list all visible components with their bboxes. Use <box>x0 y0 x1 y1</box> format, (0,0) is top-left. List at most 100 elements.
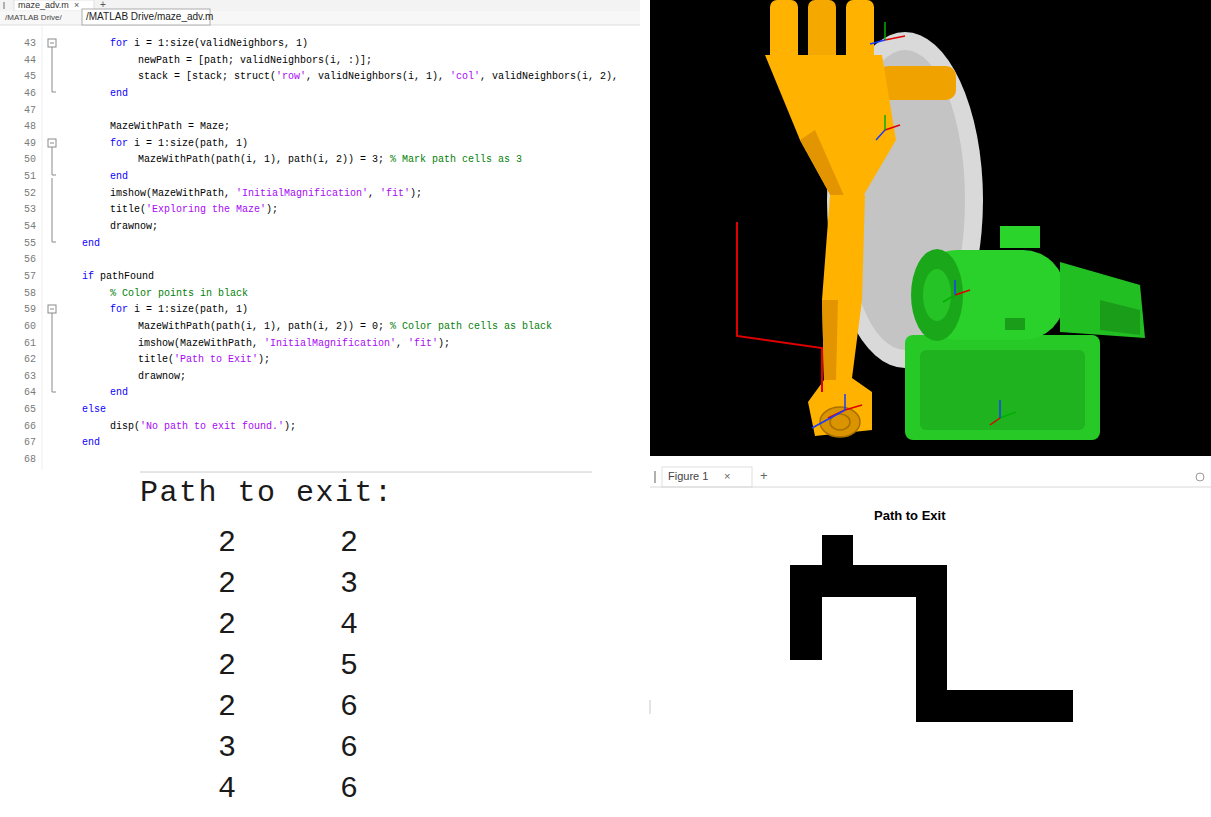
comment-token: % Color path cells as black <box>390 319 552 335</box>
string-token: 'col' <box>450 69 480 85</box>
output-rule <box>140 472 592 473</box>
code-token: MazeWithPath = Maze; <box>110 119 230 135</box>
line-number: 64 <box>4 385 36 401</box>
tab-add: + <box>100 0 106 11</box>
code-token: drawnow; <box>110 219 158 235</box>
code-token: , validNeighbors(i, 2), <box>480 69 618 85</box>
line-number: 66 <box>4 419 36 435</box>
code-line: MazeWithPath(path(i, 1), path(i, 2)) = 0… <box>138 319 552 335</box>
line-number: 47 <box>4 103 36 119</box>
file-tab: maze_adv.m <box>18 0 69 11</box>
output-heading: Path to exit: <box>140 476 394 510</box>
code-line: end <box>82 236 100 252</box>
code-line: drawnow; <box>110 219 158 235</box>
col-value: 3 <box>340 567 360 601</box>
code-token: , <box>368 186 374 202</box>
keyword-token: end <box>110 169 128 185</box>
code-token: imshow(MazeWithPath, <box>138 336 258 352</box>
line-number: 43 <box>4 36 36 52</box>
keyword-token: if <box>82 269 94 285</box>
code-token: imshow(MazeWithPath, <box>110 186 230 202</box>
string-token: 'InitialMagnification' <box>264 336 396 352</box>
col-value: 2 <box>340 526 360 560</box>
code-line: % Color points in black <box>110 286 248 302</box>
keyword-token: for <box>110 36 128 52</box>
keyword-token: end <box>82 435 100 451</box>
fold-markers <box>48 39 56 392</box>
code-line: MazeWithPath(path(i, 1), path(i, 2)) = 3… <box>138 152 522 168</box>
line-number: 51 <box>4 169 36 185</box>
tab-close: × <box>74 0 79 11</box>
code-line: stack = [stack; struct('row', validNeigh… <box>138 69 618 85</box>
col-value: 6 <box>340 772 360 806</box>
code-token: i = 1:size(validNeighbors, 1) <box>134 36 308 52</box>
row-value: 2 <box>218 649 238 683</box>
keyword-token: end <box>110 385 128 401</box>
string-token: 'row' <box>276 69 306 85</box>
keyword-token: for <box>110 302 128 318</box>
code-token: i = 1:size(path, 1) <box>134 302 248 318</box>
line-number: 59 <box>4 302 36 318</box>
line-number: 46 <box>4 86 36 102</box>
keyword-token: else <box>82 402 106 418</box>
row-value: 2 <box>218 690 238 724</box>
code-token: pathFound <box>100 269 154 285</box>
line-number: 50 <box>4 152 36 168</box>
code-token: title( <box>138 352 174 368</box>
line-number: 53 <box>4 202 36 218</box>
keyword-token: end <box>110 86 128 102</box>
keyword-token: for <box>110 136 128 152</box>
row-value: 4 <box>218 772 238 806</box>
col-value: 6 <box>340 690 360 724</box>
editor-chrome <box>0 0 640 470</box>
code-line: drawnow; <box>138 369 186 385</box>
row-value: 2 <box>218 567 238 601</box>
code-token: ); <box>266 202 278 218</box>
code-line: if pathFound <box>82 269 154 285</box>
string-token: 'InitialMagnification' <box>236 186 368 202</box>
code-token: title( <box>110 202 146 218</box>
line-number: 52 <box>4 186 36 202</box>
maze-path-image <box>790 535 1073 722</box>
code-line: end <box>110 385 128 401</box>
code-token: ); <box>284 419 296 435</box>
code-line: disp('No path to exit found.'); <box>110 419 296 435</box>
code-line: imshow(MazeWithPath, 'InitialMagnificatio… <box>110 186 422 202</box>
line-number: 48 <box>4 119 36 135</box>
code-line: imshow(MazeWithPath, 'InitialMagnificatio… <box>138 336 450 352</box>
col-value: 4 <box>340 608 360 642</box>
row-value: 2 <box>218 526 238 560</box>
code-token: , validNeighbors(i, 1), <box>306 69 444 85</box>
tab-add: + <box>760 468 768 484</box>
code-token: stack = [stack; struct( <box>138 69 276 85</box>
line-number: 65 <box>4 402 36 418</box>
code-token: ); <box>258 352 270 368</box>
figure-tab: Figure 1 <box>668 470 708 483</box>
line-number: 62 <box>4 352 36 368</box>
keyword-token: end <box>82 236 100 252</box>
code-token: MazeWithPath(path(i, 1), path(i, 2)) = 3… <box>138 152 384 168</box>
code-line: fori = 1:size(path, 1) <box>110 136 248 152</box>
tab-close: × <box>724 470 730 483</box>
line-number: 58 <box>4 286 36 302</box>
line-number: 57 <box>4 269 36 285</box>
line-number: 60 <box>4 319 36 335</box>
string-token: 'fit' <box>408 336 438 352</box>
robot-render <box>650 0 1211 456</box>
line-number: 67 <box>4 435 36 451</box>
line-number: 44 <box>4 53 36 69</box>
row-value: 3 <box>218 731 238 765</box>
col-value: 6 <box>340 731 360 765</box>
line-number: 55 <box>4 236 36 252</box>
line-number: 56 <box>4 252 36 268</box>
line-number: 61 <box>4 336 36 352</box>
row-value: 2 <box>218 608 238 642</box>
code-line: else <box>82 402 106 418</box>
col-value: 5 <box>340 649 360 683</box>
code-token: ); <box>438 336 450 352</box>
code-line: MazeWithPath = Maze; <box>110 119 230 135</box>
string-token: 'fit' <box>380 186 410 202</box>
plot-title: Path to Exit <box>874 508 946 524</box>
code-token: newPath = [path; validNeighbors(i, :)]; <box>138 53 372 69</box>
